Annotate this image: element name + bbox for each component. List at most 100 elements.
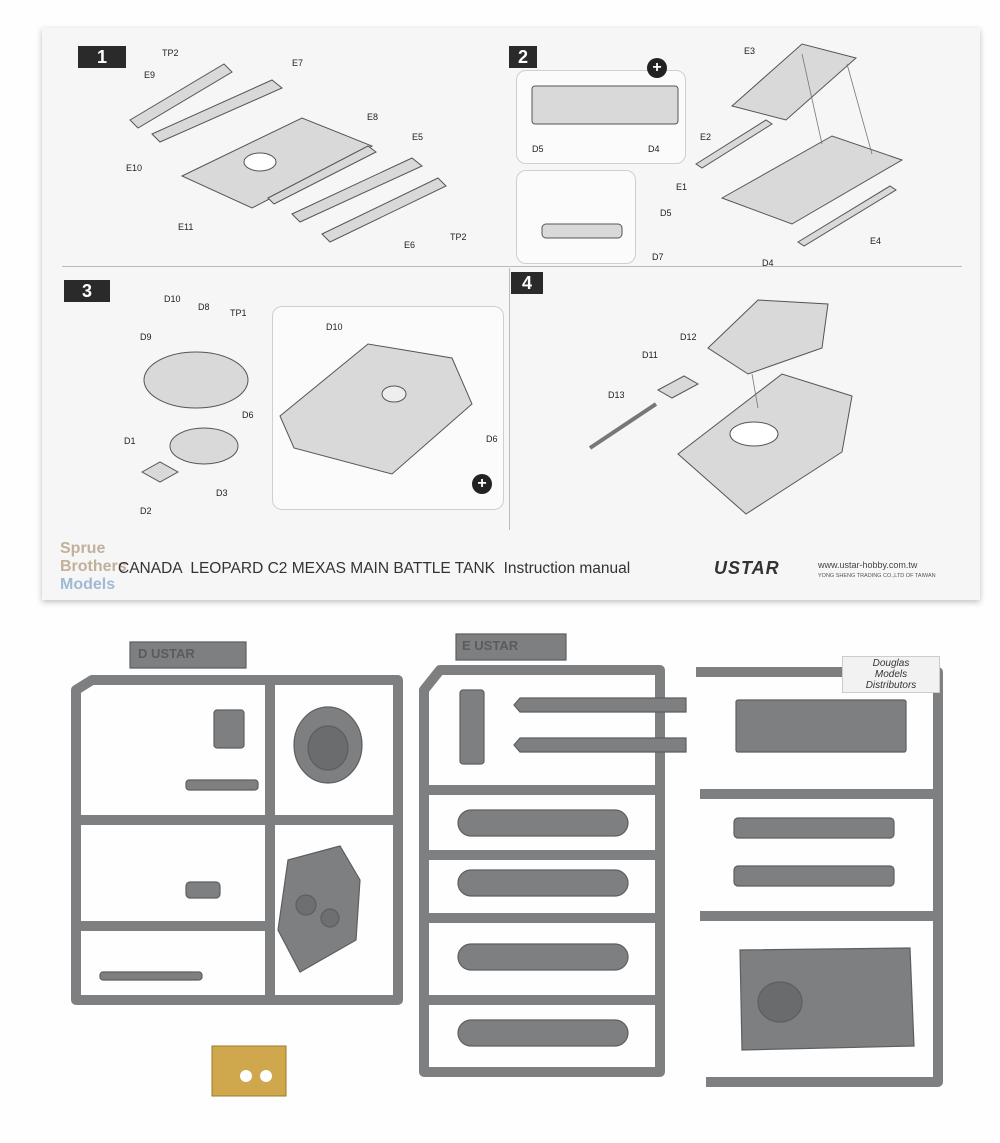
step-4-number: 4 [511,272,543,294]
part-fender-1 [513,697,687,713]
track-e6 [321,177,447,243]
sprue-3-frame [696,667,943,1087]
watermark-line-2: Brothers [60,558,127,575]
label-d2: D2 [140,506,152,516]
label-e3: E3 [744,46,756,56]
label-e5: E5 [412,132,424,142]
inset-part [531,85,679,125]
turret-small [143,351,249,409]
part-turret-hatch [320,908,340,928]
sprue-e-frame [419,665,665,1077]
step-2-number: 2 [509,46,537,68]
turret-base-d2 [140,461,180,483]
hull-assembly [720,135,904,225]
part-strip [99,971,203,981]
label-step2-d5-inset: D5 [532,144,544,154]
douglas-line-2: Models [874,669,908,680]
part-track-4 [457,1019,629,1047]
part-bar [185,779,259,791]
divider-vertical [509,268,510,530]
label-e10: E10 [126,163,143,173]
label-d7: D7 [652,252,664,262]
label-tp1: TP1 [230,308,247,318]
part-small-block [213,709,245,749]
tp-part [541,223,623,239]
douglas-line-3: Distributors [865,680,917,691]
label-e8: E8 [367,112,379,122]
hull-step4-opening [729,421,779,447]
track-e9 [129,63,233,129]
sprue-d-tag-label: D USTAR [138,646,195,661]
leader-line [846,63,873,155]
label-step1-tp2-bottom: TP2 [450,232,467,242]
part-track-1 [457,809,629,837]
step-1-number: 1 [78,46,126,68]
label-e11: E11 [178,222,194,232]
assembly-drawings [129,43,904,515]
sprue-e-tag-label: E USTAR [462,638,519,653]
sprue-d-frame [71,675,403,1005]
zoom-icon-step-3: + [472,474,492,494]
label-d6: D6 [242,410,254,420]
label-d1: D1 [124,436,136,446]
company-name: YONG SHENG TRADING CO.,LTD OF TAIWAN [818,573,936,579]
track-e10 [151,79,283,143]
turret-large [279,343,473,475]
photoetch-hole [240,1070,252,1082]
label-d11: D11 [642,350,658,360]
turret-ring-d3 [169,427,239,465]
turret-step4 [707,299,829,375]
hull-top-e3 [730,43,858,121]
label-e4: E4 [870,236,882,246]
label-e9: E9 [144,70,156,80]
part-side-skirt-2 [733,865,895,887]
sprue-e-tag [455,633,567,661]
label-d13: D13 [608,390,625,400]
photoetch-hole [260,1070,272,1082]
label-e7: E7 [292,58,304,68]
track-e5 [291,157,423,223]
sprue-d-tag [129,641,247,669]
side-plate-e8 [267,145,377,205]
label-d6-inset: D6 [486,434,498,444]
part-side-panel [459,689,485,765]
step-3-number: 3 [64,280,110,302]
divider-horizontal [62,266,962,267]
label-step2-d5: D5 [660,208,672,218]
fender-e2 [695,119,773,169]
watermark-line-1: Sprue [60,540,106,557]
label-e1: E1 [676,182,688,192]
hull-opening [243,152,277,172]
label-d10-inset: D10 [326,322,343,332]
manual-title: CANADA LEOPARD C2 MEXAS MAIN BATTLE TANK… [118,560,631,577]
label-step2-d4: D4 [762,258,774,268]
douglas-models-watermark: Douglas Models Distributors [842,656,940,693]
sprue-brothers-watermark: Sprue Brothers Models [60,540,158,598]
hatch-large [381,385,407,403]
hull-bottom-e11 [180,117,374,209]
label-d10: D10 [164,294,181,304]
part-track-3 [457,943,629,971]
mantlet-d11 [656,375,700,399]
manual-url: www.ustar-hobby.com.tw [818,560,918,570]
part-small [185,881,221,899]
label-d3: D3 [216,488,228,498]
zoom-icon-step-2: + [647,58,667,78]
part-fender-2 [513,737,687,753]
part-hull-top [735,699,907,753]
part-hull-opening [757,981,803,1023]
watermark-line-3: Models [60,576,116,593]
label-e6: E6 [404,240,416,250]
part-turret [277,845,361,973]
step-2-tp-inset [516,170,636,264]
label-step2-d4-inset: D4 [648,144,660,154]
label-d12: D12 [680,332,697,342]
label-step1-tp2-top: TP2 [162,48,179,58]
douglas-line-1: Douglas [872,658,910,669]
leader-line [801,53,823,145]
fender-e4 [797,185,897,247]
gun-barrel-d13 [588,402,658,450]
part-hull [739,947,915,1051]
label-e2: E2 [700,132,712,142]
